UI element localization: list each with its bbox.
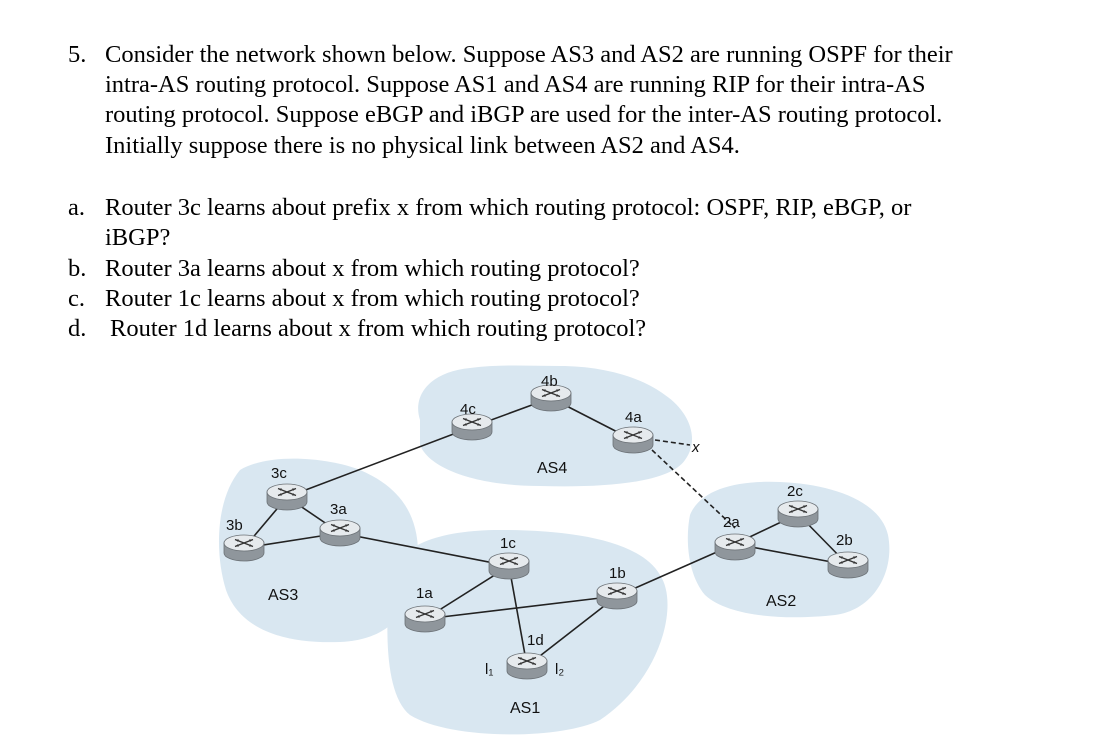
router-1d-icon — [506, 652, 548, 680]
label-3b: 3b — [226, 517, 243, 534]
label-1d: 1d — [527, 632, 544, 649]
router-3b-icon — [223, 534, 265, 562]
label-4c: 4c — [460, 401, 476, 418]
part-b-line: Router 3a learns about x from which rout… — [105, 255, 640, 282]
as2-cloud — [687, 481, 890, 618]
router-4a-icon — [612, 426, 654, 454]
router-2b-icon — [827, 551, 869, 579]
router-3a-icon — [319, 519, 361, 547]
router-2c-icon — [777, 500, 819, 528]
part-d-letter: d. — [68, 315, 87, 342]
part-c-letter: c. — [68, 285, 85, 312]
as1-label: AS1 — [510, 700, 540, 717]
label-1c: 1c — [500, 535, 516, 552]
router-1c-icon — [488, 552, 530, 580]
intro-line-3: routing protocol. Suppose eBGP and iBGP … — [105, 101, 943, 128]
intro-line-4: Initially suppose there is no physical l… — [105, 132, 740, 159]
label-4a: 4a — [625, 409, 642, 426]
prefix-x-label: x — [691, 439, 700, 456]
part-a-line-2: iBGP? — [105, 224, 171, 251]
label-2a: 2a — [723, 514, 740, 531]
as2-label: AS2 — [766, 593, 796, 610]
interface-l2-label: l₂ — [555, 661, 564, 678]
part-b-letter: b. — [68, 255, 87, 282]
intro-line-2: intra-AS routing protocol. Suppose AS1 a… — [105, 71, 926, 98]
label-2b: 2b — [836, 532, 853, 549]
interface-l1-label: l₁ — [485, 661, 493, 678]
as4-cloud — [418, 365, 693, 487]
as3-label: AS3 — [268, 587, 298, 604]
label-2c: 2c — [787, 483, 803, 500]
router-1a-icon — [404, 605, 446, 633]
label-4b: 4b — [541, 373, 558, 390]
label-1b: 1b — [609, 565, 626, 582]
intro-line-1: Consider the network shown below. Suppos… — [105, 41, 953, 68]
router-3c-icon — [266, 483, 308, 511]
part-c-line: Router 1c learns about x from which rout… — [105, 285, 640, 312]
part-a-letter: a. — [68, 194, 85, 221]
part-a-line-1: Router 3c learns about prefix x from whi… — [105, 194, 912, 221]
as1-cloud — [387, 530, 668, 735]
part-d-line: Router 1d learns about x from which rout… — [110, 315, 647, 342]
router-1b-icon — [596, 582, 638, 610]
label-3a: 3a — [330, 501, 347, 518]
problem-number: 5. — [68, 41, 87, 68]
as4-label: AS4 — [537, 460, 567, 477]
label-3c: 3c — [271, 465, 287, 482]
label-1a: 1a — [416, 585, 433, 602]
router-2a-icon — [714, 533, 756, 561]
